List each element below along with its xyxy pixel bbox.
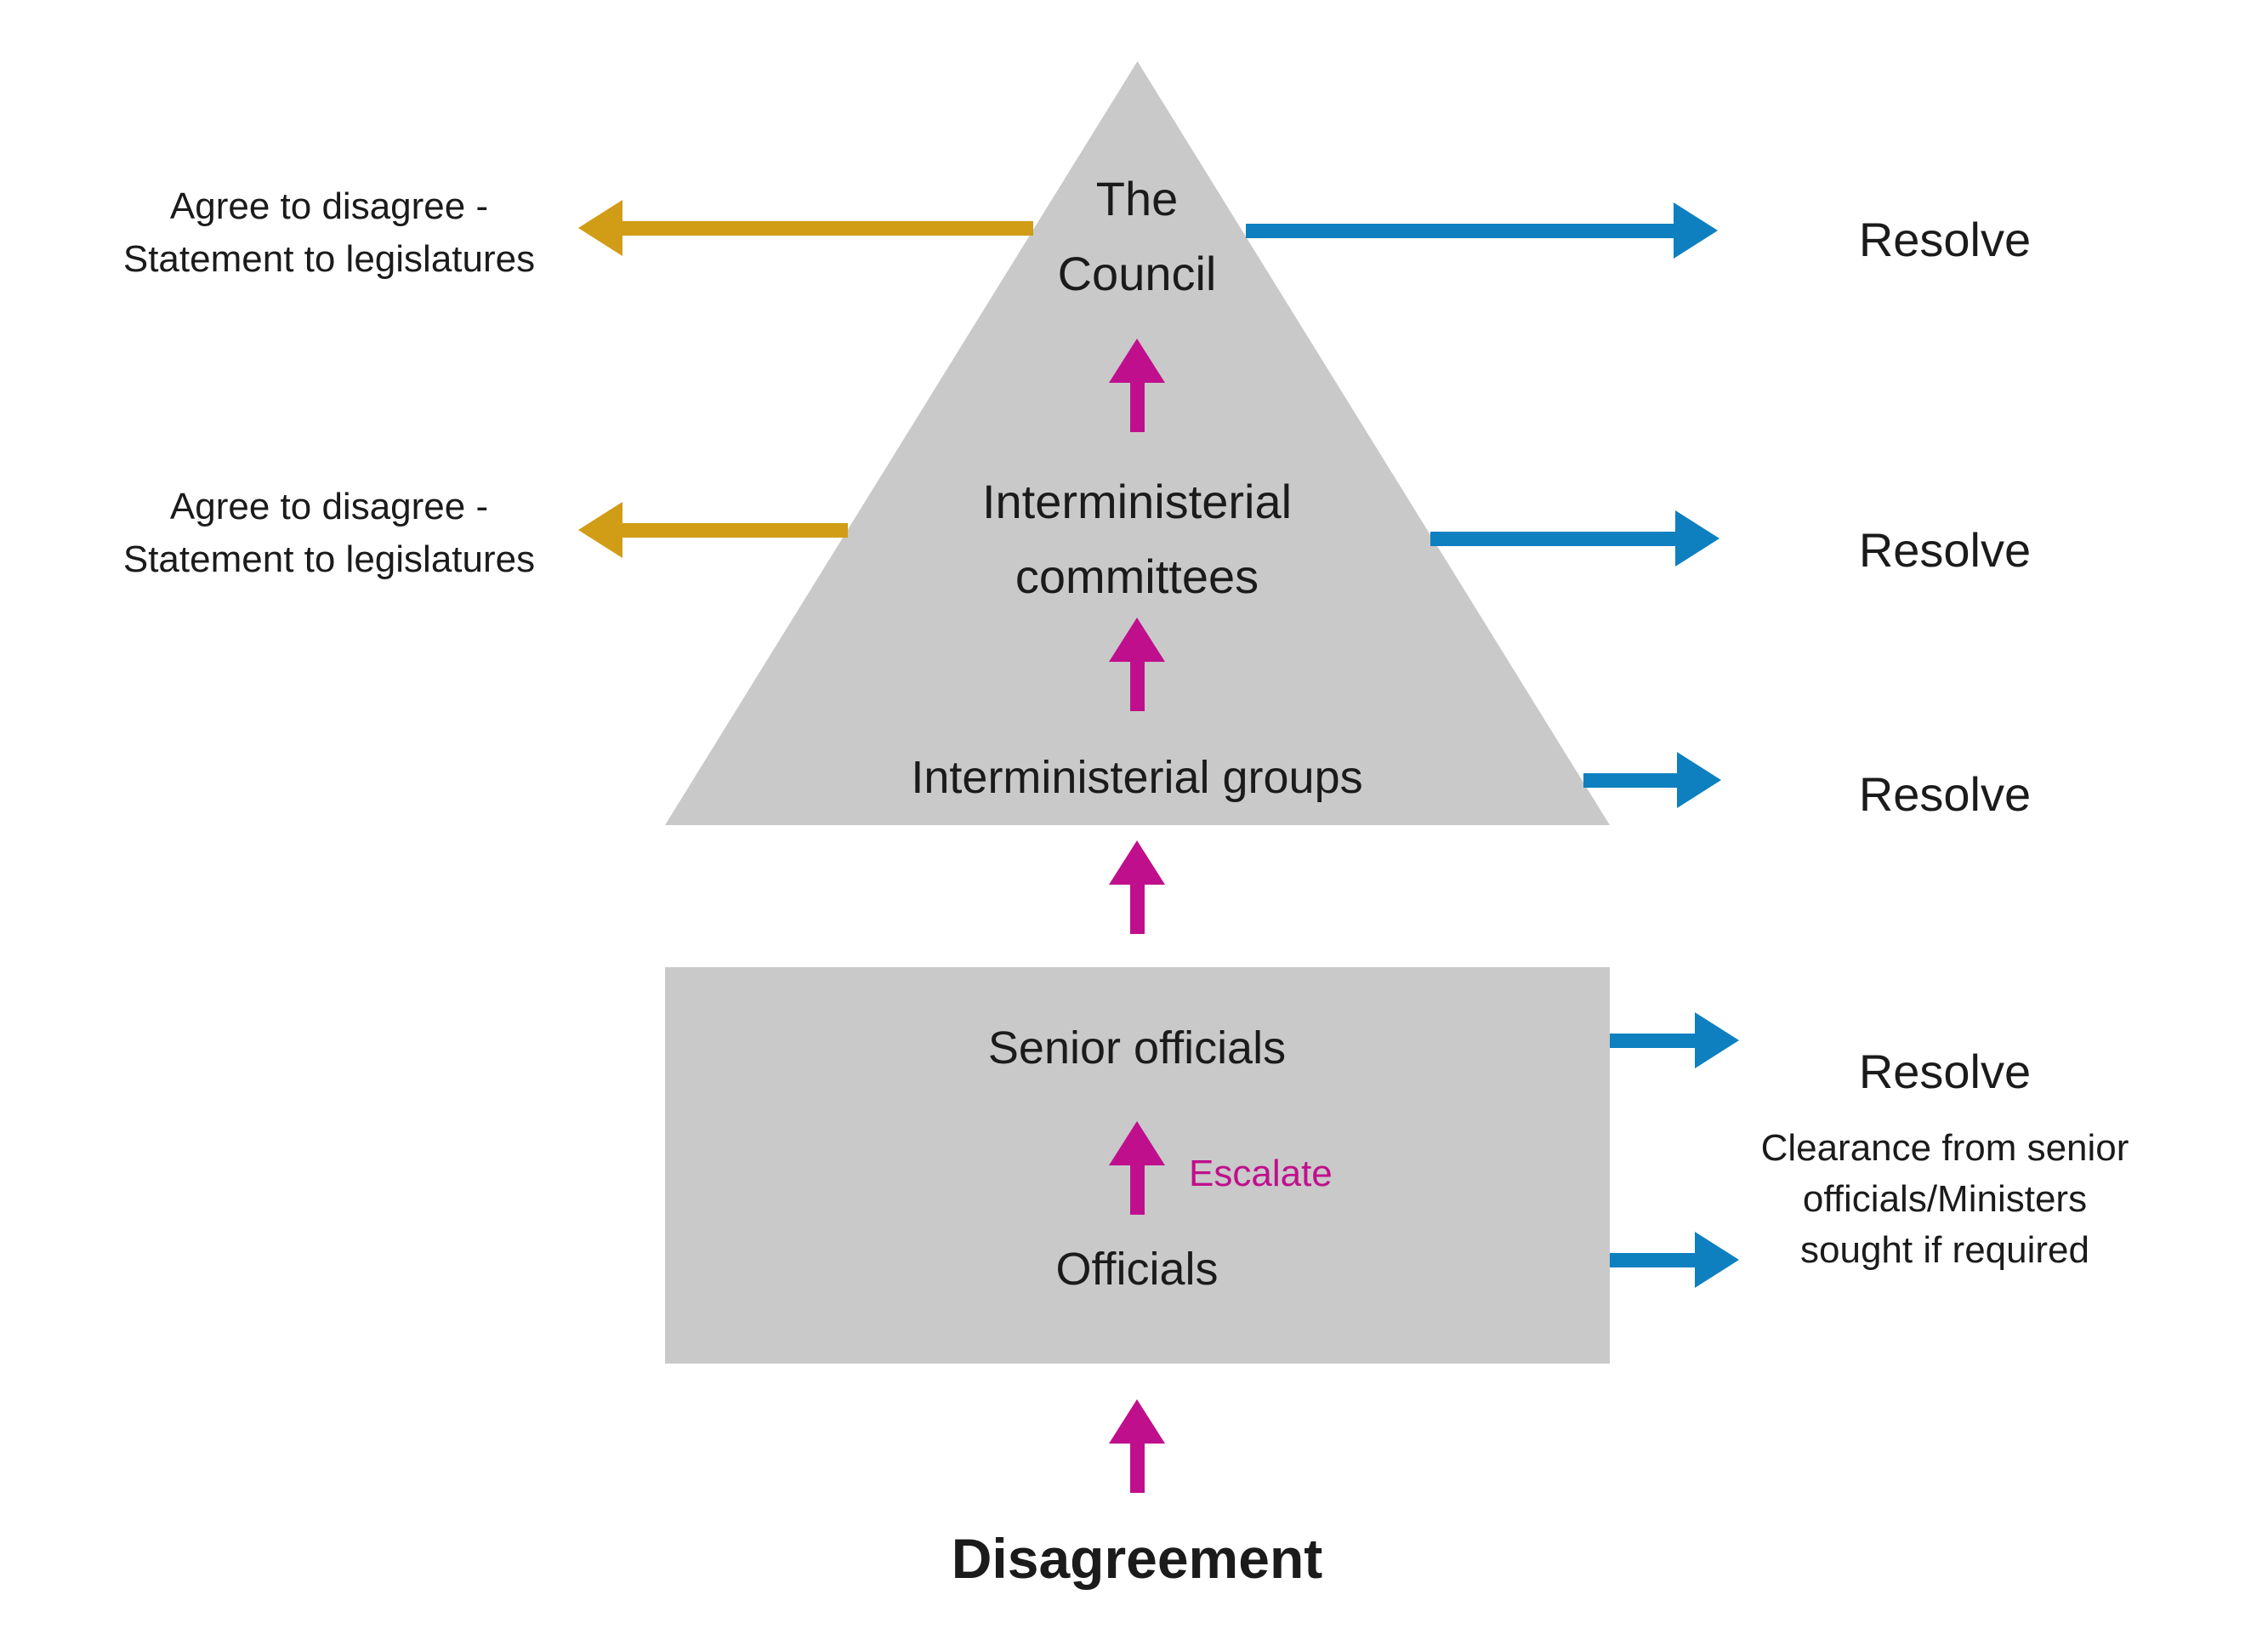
arrow-head [578, 502, 622, 558]
committees-label-line1: Interministerial [981, 475, 1293, 528]
arrow-head [1109, 618, 1165, 662]
arrow-shaft [1246, 223, 1674, 238]
resolve-arrow-committees [1430, 510, 1719, 567]
arrow-head [1109, 1121, 1165, 1165]
resolve-label-senior: Resolve [1858, 1045, 2032, 1098]
resolve-label-council: Resolve [1858, 213, 2032, 266]
arrow-shaft [1583, 772, 1677, 788]
clearance-note-line1: Clearance from senior [1760, 1127, 2129, 1169]
agree-arrow-council [578, 200, 1033, 256]
arrow-head [1109, 1399, 1165, 1444]
resolve-label-committees: Resolve [1858, 523, 2032, 577]
escalate-arrow-to-groups [1109, 840, 1165, 934]
arrow-shaft [1430, 531, 1675, 546]
senior-officials-label: Senior officials [987, 1022, 1287, 1074]
escalate-arrow-to-committees [1109, 618, 1165, 711]
council-label-line1: The [1095, 172, 1179, 225]
arrow-head [1695, 1232, 1739, 1288]
resolve-arrow-officials [1610, 1232, 1739, 1288]
agree-note-line2: Statement to legislatures [122, 238, 536, 280]
arrow-shaft [1610, 1033, 1695, 1048]
agree-note-line2: Statement to legislatures [122, 538, 536, 580]
resolve-arrow-senior [1610, 1012, 1739, 1068]
arrow-shaft [1610, 1252, 1695, 1267]
agree-note-council: Agree to disagree - Statement to legisla… [74, 180, 584, 286]
disagreement-label: Disagreement [951, 1527, 1323, 1590]
arrow-shaft [1129, 1165, 1145, 1215]
clearance-note-line2: officials/Ministers [1802, 1178, 2088, 1220]
agree-note-line1: Agree to disagree - [169, 185, 489, 227]
clearance-note: Clearance from senior officials/Minister… [1668, 1123, 2221, 1276]
escalate-arrow-to-council [1109, 339, 1165, 432]
arrow-head [1674, 202, 1718, 259]
arrow-shaft [1129, 1444, 1145, 1493]
committees-label: Interministerial committees [882, 464, 1392, 614]
agree-note-line1: Agree to disagree - [169, 486, 489, 527]
officials-label: Officials [1055, 1244, 1219, 1295]
arrow-shaft [1129, 885, 1145, 934]
committees-label-line2: committees [1015, 550, 1259, 603]
arrow-head [1695, 1012, 1739, 1068]
arrow-head [1677, 752, 1721, 808]
arrow-shaft [622, 220, 1033, 236]
resolve-arrow-groups [1583, 752, 1721, 808]
arrow-head [578, 200, 622, 256]
arrow-head [1109, 339, 1165, 383]
arrow-shaft [1129, 662, 1145, 711]
resolve-label-groups: Resolve [1858, 767, 2032, 821]
escalate-label: Escalate [1189, 1153, 1333, 1194]
arrow-shaft [622, 522, 848, 538]
arrow-shaft [1129, 383, 1145, 432]
council-label: The Council [967, 162, 1307, 311]
clearance-note-line3: sought if required [1800, 1229, 2089, 1271]
escalate-arrow-officials-to-senior [1109, 1121, 1165, 1215]
agree-note-committees: Agree to disagree - Statement to legisla… [74, 481, 584, 586]
arrow-head [1109, 840, 1165, 885]
agree-arrow-committees [578, 502, 848, 558]
council-label-line2: Council [1057, 247, 1217, 300]
arrow-head [1675, 510, 1719, 567]
resolve-arrow-council [1246, 202, 1718, 259]
groups-label: Interministerial groups [911, 752, 1363, 803]
escalate-arrow-disagreement [1109, 1399, 1165, 1493]
